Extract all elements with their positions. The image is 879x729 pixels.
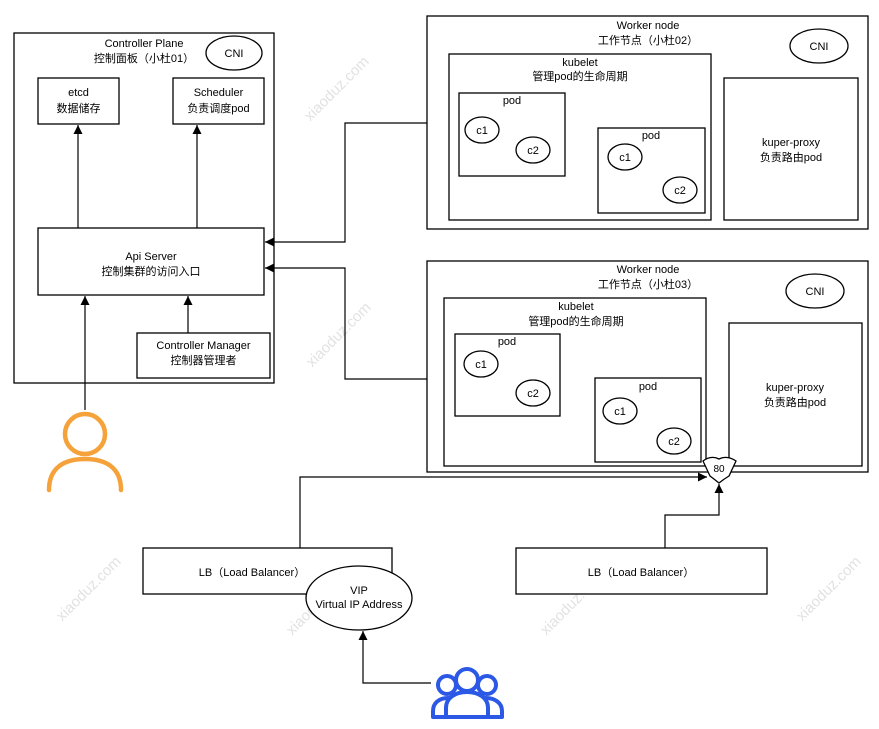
container-c2-label: c2 [668,436,680,448]
cni-ellipse [205,35,263,71]
container-c1-label: c1 [619,152,631,164]
container-c1 [602,397,638,425]
pod-label: pod [642,130,660,142]
worker-node-1-title: Worker node [617,20,680,32]
api-server-desc: 控制集群的访问入口 [102,264,201,278]
container-c2 [662,176,698,204]
kube-proxy-desc: 负责路由pod [764,395,826,409]
port-label: 80 [713,464,725,475]
port-shape [702,456,737,484]
container-c1-label: c1 [475,359,487,371]
container-c1 [463,350,499,378]
container-c1-label: c1 [614,406,626,418]
arrow-lb2-to-port [664,484,724,548]
watermark: xiaoduz.com [303,299,375,371]
user-icon [46,411,124,493]
container-c1 [607,143,643,171]
kube-proxy-title: kuper-proxy [762,137,821,149]
port-badge: 80 [702,456,737,484]
container-c1-label: c1 [476,125,488,137]
worker-node-1-proxy: kuper-proxy 负责路由pod [723,77,859,221]
cni-label: CNI [810,41,829,53]
arrow-worker-node-1-to-api [265,122,427,247]
controller-manager: Controller Manager 控制器管理者 [136,332,271,379]
pod-label: pod [639,381,657,393]
load-balancer-2-label: LB（Load Balancer） [588,566,694,579]
worker-node-2-title: Worker node [617,264,680,276]
kube-proxy-desc: 负责路由pod [760,150,822,164]
load-balancer-2-box [515,547,768,595]
watermark: xiaoduz.com [793,553,865,625]
arrow-lb1-to-port [299,472,707,548]
worker-node-2-kubelet: kubelet 管理pod的生命周期 pod c1 c2 pod c1 c2 [443,297,707,467]
control-plane: Controller Plane 控制面板（小杜01） CNI etcd 数据储… [13,32,275,384]
container-c2-label: c2 [527,388,539,400]
scheduler-box [172,77,265,125]
etcd-title: etcd [68,87,89,99]
kube-proxy-title: kuper-proxy [766,382,825,394]
worker-node-2-cni: CNI [785,273,845,309]
worker-node-1-subtitle: 工作节点（小杜02） [598,33,698,47]
kubelet-title: kubelet [558,301,593,313]
arrow-worker-node-2-to-api [265,263,427,380]
arrow-clients-to-vip [358,631,431,684]
vip-ellipse [305,565,413,631]
admin-user [46,296,124,493]
scheduler-title: Scheduler [194,87,244,99]
cni-label: CNI [225,48,244,60]
container-c2-label: c2 [674,185,686,197]
kubelet-title: kubelet [562,57,597,69]
container-c2-label: c2 [527,145,539,157]
pod-label: pod [498,336,516,348]
api-server: Api Server 控制集群的访问入口 [37,227,265,296]
kube-proxy-box [728,322,863,467]
container-c2 [515,136,551,164]
vip-desc: Virtual IP Address [315,599,403,611]
pod-label: pod [503,95,521,107]
worker-node-1-pod-1: pod c1 c2 [458,92,566,177]
control-plane-title: Controller Plane [105,38,184,50]
controller-manager-desc: 控制器管理者 [171,353,237,367]
cni-label: CNI [806,286,825,298]
container-c2 [515,379,551,407]
controller-manager-box [136,332,271,379]
scheduler: Scheduler 负责调度pod [172,77,265,125]
cni-ellipse [785,273,845,309]
worker-node-1: Worker node 工作节点（小杜02） CNI kubelet 管理pod… [426,15,869,230]
watermark: xiaoduz.com [301,53,373,125]
worker-node-1-cni: CNI [789,28,849,64]
worker-node-2-pod-2: pod c1 c2 [594,377,702,463]
etcd-box [37,77,120,125]
load-balancer-2: LB（Load Balancer） [515,484,768,595]
etcd-desc: 数据储存 [57,101,101,115]
control-plane-subtitle: 控制面板（小杜01） [94,51,194,65]
kubelet-desc: 管理pod的生命周期 [528,314,623,328]
kubelet-desc: 管理pod的生命周期 [532,69,627,83]
worker-node-2-proxy: kuper-proxy 负责路由pod [728,322,863,467]
virtual-ip: VIP Virtual IP Address [305,565,413,631]
cni-ellipse [789,28,849,64]
controller-manager-title: Controller Manager [156,340,250,352]
etcd: etcd 数据储存 [37,77,120,125]
container-c1 [464,116,500,144]
watermark: xiaoduz.com [53,553,125,625]
api-server-title: Api Server [125,251,177,263]
scheduler-desc: 负责调度pod [187,101,249,115]
control-plane-cni: CNI [205,35,263,71]
load-balancer-1-label: LB（Load Balancer） [199,566,305,579]
worker-node-1-pod-2: pod c1 c2 [597,127,706,214]
worker-node-1-kubelet: kubelet 管理pod的生命周期 pod c1 c2 pod c1 c2 [448,53,712,221]
api-server-box [37,227,265,296]
container-c2 [656,427,692,455]
worker-node-2-subtitle: 工作节点（小杜03） [598,277,698,291]
vip-title: VIP [350,585,368,597]
worker-node-2: Worker node 工作节点（小杜03） CNI kubelet 管理pod… [426,260,869,473]
users-group-icon [431,667,504,719]
kube-proxy-box [723,77,859,221]
worker-node-2-pod-1: pod c1 c2 [454,333,561,417]
